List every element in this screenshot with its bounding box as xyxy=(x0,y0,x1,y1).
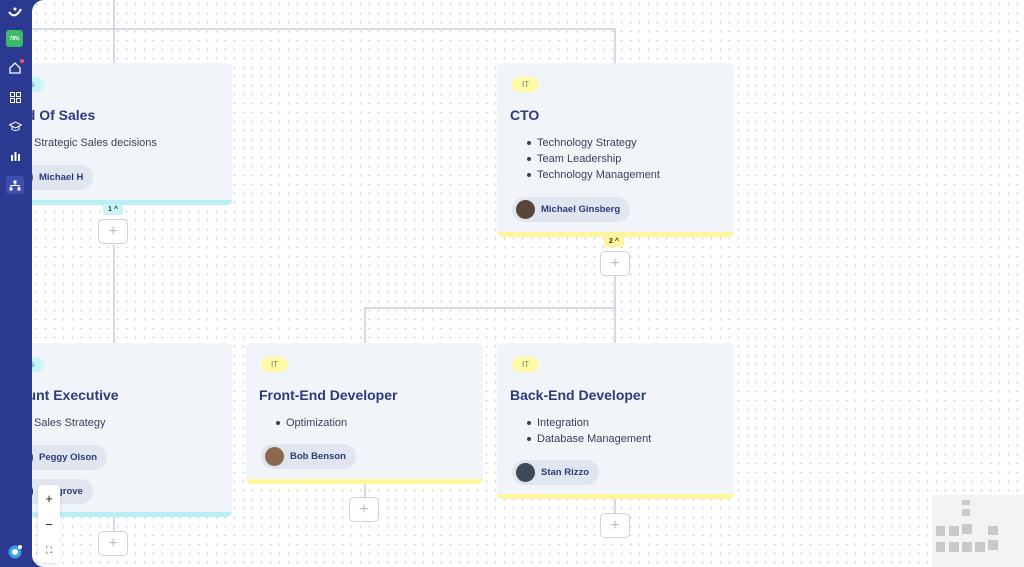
minimap-node xyxy=(962,524,972,534)
zoom-out-button[interactable]: − xyxy=(45,516,53,532)
minimap-node xyxy=(988,540,998,550)
responsibility-item: Technology Strategy xyxy=(527,135,660,151)
org-chart-canvas[interactable]: es ad Of Sales Strategic Sales decisions… xyxy=(32,0,1024,567)
add-child-button[interactable]: + xyxy=(349,497,379,522)
minimap-node xyxy=(936,526,945,536)
card-head-of-sales[interactable]: es ad Of Sales Strategic Sales decisions… xyxy=(32,63,232,205)
person-chip[interactable]: Stan Rizzo xyxy=(512,460,600,485)
graduation-cap-icon[interactable] xyxy=(6,117,24,135)
minimap-node xyxy=(936,542,945,552)
responsibility-item: Strategic Sales decisions xyxy=(34,137,157,149)
card-title: CTO xyxy=(510,107,540,123)
responsibilities-list: Sales Strategy xyxy=(34,415,106,431)
add-child-button[interactable]: + xyxy=(98,531,128,556)
card-title: ount Executive xyxy=(32,387,119,403)
person-chip[interactable]: Peggy Olson xyxy=(32,445,108,470)
department-tag: es xyxy=(32,357,45,372)
avatar xyxy=(265,447,284,466)
responsibility-item: Technology Management xyxy=(527,167,660,183)
department-tag: IT xyxy=(512,77,540,92)
card-title: ad Of Sales xyxy=(32,107,96,123)
add-child-button[interactable]: + xyxy=(600,513,630,538)
responsibilities-list: Technology Strategy Team Leadership Tech… xyxy=(527,135,660,183)
avatar xyxy=(32,448,33,467)
person-name: Peggy Olson xyxy=(39,452,98,463)
department-tag: IT xyxy=(512,357,540,372)
person-chip[interactable]: Michael Ginsberg xyxy=(512,197,631,222)
person-chip[interactable]: Bob Benson xyxy=(261,444,356,469)
avatar xyxy=(516,463,535,482)
department-color-bar xyxy=(32,512,232,517)
minimap-node xyxy=(949,526,959,536)
department-color-bar xyxy=(246,479,483,484)
home-icon[interactable] xyxy=(6,59,24,77)
add-child-button[interactable]: + xyxy=(600,251,630,276)
avatar xyxy=(32,482,33,501)
sidebar: 78% xyxy=(0,0,32,567)
person-name: Cosgrove xyxy=(39,486,83,497)
notification-dot xyxy=(20,59,24,63)
minimap[interactable] xyxy=(932,495,1024,567)
card-front-end-developer[interactable]: IT Front-End Developer Optimization Bob … xyxy=(246,343,483,484)
children-count-badge[interactable]: 1 ^ xyxy=(103,204,123,215)
avatar xyxy=(516,200,535,219)
responsibility-item: Team Leadership xyxy=(527,151,660,167)
org-chart-icon[interactable] xyxy=(6,176,24,194)
responsibility-item: Optimization xyxy=(276,415,347,431)
children-count-badge[interactable]: 2 ^ xyxy=(604,236,624,247)
add-child-button[interactable]: + xyxy=(98,219,128,244)
progress-badge[interactable]: 78% xyxy=(6,30,23,47)
department-tag: IT xyxy=(261,357,289,372)
card-cto[interactable]: IT CTO Technology Strategy Team Leadersh… xyxy=(497,63,734,237)
bar-chart-icon[interactable] xyxy=(6,146,24,164)
connector-lines xyxy=(32,0,616,531)
minimap-node xyxy=(949,542,959,552)
zoom-controls: + − ⛶ xyxy=(38,485,60,563)
responsibilities-list: Strategic Sales decisions xyxy=(34,135,157,151)
department-color-bar xyxy=(32,200,232,205)
person-name: Michael H xyxy=(39,172,84,183)
minimap-node xyxy=(988,526,998,535)
zoom-in-button[interactable]: + xyxy=(45,490,53,506)
responsibility-item: Integration xyxy=(527,415,651,431)
avatar xyxy=(32,168,33,187)
responsibilities-list: Integration Database Management xyxy=(527,415,651,447)
person-name: Bob Benson xyxy=(290,451,346,462)
responsibility-item: Database Management xyxy=(527,431,651,447)
department-color-bar xyxy=(497,232,734,237)
logo-icon[interactable] xyxy=(6,4,24,22)
department-tag: es xyxy=(32,77,45,92)
person-chip[interactable]: Michael H xyxy=(32,165,94,190)
person-name: Michael Ginsberg xyxy=(541,204,621,215)
support-chat-icon[interactable] xyxy=(6,543,24,561)
responsibilities-list: Optimization xyxy=(276,415,347,431)
minimap-node xyxy=(975,542,985,552)
responsibility-item: Sales Strategy xyxy=(34,417,106,429)
card-title: Front-End Developer xyxy=(259,387,398,403)
card-title: Back-End Developer xyxy=(510,387,647,403)
card-back-end-developer[interactable]: IT Back-End Developer Integration Databa… xyxy=(497,343,734,499)
grid-icon[interactable] xyxy=(6,88,24,106)
department-color-bar xyxy=(497,494,734,499)
minimap-node xyxy=(962,509,970,516)
fit-view-button[interactable]: ⛶ xyxy=(45,544,53,555)
minimap-node xyxy=(962,542,972,552)
minimap-node xyxy=(962,500,970,505)
person-name: Stan Rizzo xyxy=(541,467,590,478)
card-account-executive[interactable]: es ount Executive Sales Strategy Peggy O… xyxy=(32,343,232,517)
